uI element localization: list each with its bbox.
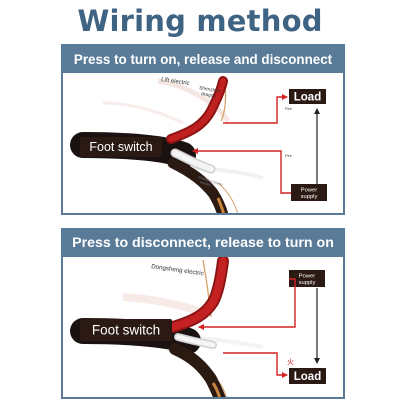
cable-print-text-1: Shanghai pheng xyxy=(198,175,224,187)
live-arrow-in xyxy=(198,278,296,330)
fire-label-top: Fire xyxy=(285,106,293,111)
copper-end xyxy=(211,382,222,397)
panel-body: Foot switch Load Power supply Fire Fire xyxy=(63,73,343,213)
foot-switch-text: Foot switch xyxy=(89,140,152,154)
foot-switch-label: Foot switch xyxy=(80,137,162,157)
wiring-panel-normally-open: Press to turn on, release and disconnect xyxy=(61,44,345,215)
red-wire xyxy=(169,257,227,331)
fire-glyph: 火 xyxy=(287,358,294,366)
live-arrow-in xyxy=(192,148,291,194)
thin-copper-wire xyxy=(217,182,238,213)
load-box: Load xyxy=(289,89,326,104)
brand-label-2b: dragon xyxy=(201,91,217,100)
power-text-line1: Power xyxy=(301,188,318,194)
load-text: Load xyxy=(294,371,321,383)
live-arrow-out xyxy=(223,352,288,378)
foot-switch-text: Foot switch xyxy=(92,323,160,338)
panel-body: Foot switch Power supply Load 火 Don xyxy=(63,257,343,397)
wiring-diagram: Foot switch Load Power supply Fire Fire xyxy=(70,75,327,213)
foot-switch-label: Foot switch xyxy=(80,319,172,341)
black-wire xyxy=(169,343,226,397)
page-title: Wiring method xyxy=(77,4,323,38)
live-arrow-out xyxy=(223,94,288,124)
power-supply-box: Power supply xyxy=(289,270,325,287)
white-wire xyxy=(175,334,216,348)
panel-header: Press to turn on, release and disconnect xyxy=(63,46,343,73)
fire-label-bottom: Fire xyxy=(285,153,293,158)
wiring-panel-normally-closed: Press to disconnect, release to turn on xyxy=(61,228,345,399)
copper-end xyxy=(216,197,226,213)
wiring-diagram: Foot switch Power supply Load 火 Don xyxy=(70,257,326,397)
load-box: Load xyxy=(289,368,326,384)
brand-label: Lift electric xyxy=(161,77,190,87)
cable-print-text-2: electric xyxy=(200,180,212,187)
brand-label-2a: Shenzhen xyxy=(199,85,222,95)
power-supply-box: Power supply xyxy=(291,184,327,201)
panel-header: Press to disconnect, release to turn on xyxy=(63,230,343,257)
power-text-line1: Power xyxy=(299,274,316,280)
red-wire xyxy=(168,78,226,142)
load-text: Load xyxy=(294,92,321,104)
power-text-line2: supply xyxy=(299,280,316,286)
power-text-line2: supply xyxy=(301,194,318,200)
white-wire xyxy=(172,150,214,172)
brand-label: Dongsheng electric xyxy=(151,263,204,277)
